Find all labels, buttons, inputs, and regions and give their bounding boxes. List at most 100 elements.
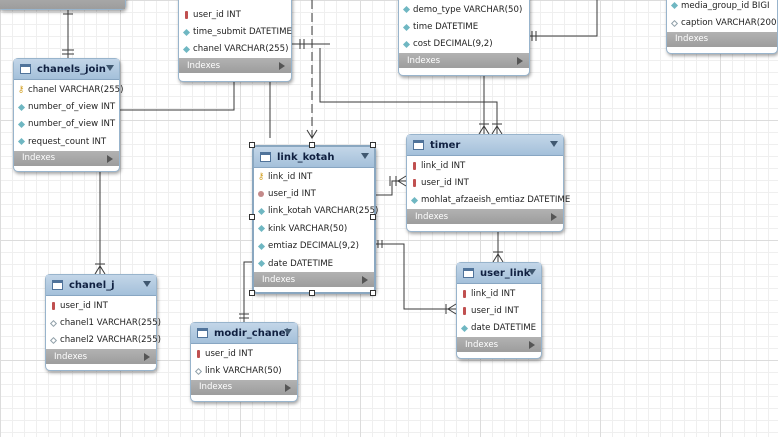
collapse-arrow-icon[interactable] [143,281,151,287]
field-open-icon [194,367,202,375]
expand-arrow-icon[interactable] [107,154,113,163]
column-label: number_of_view INT [28,119,116,130]
resize-handle-se[interactable] [370,290,376,296]
collapse-arrow-icon[interactable] [528,269,536,275]
resize-handle-ne[interactable] [370,142,376,148]
column-row[interactable]: chanel VARCHAR(255) [179,41,291,58]
column-row[interactable]: time_submit DATETIME [179,23,292,40]
field-icon [17,120,25,129]
column-row[interactable]: ⚷chanel VARCHAR(255) [14,81,124,98]
crowfoot-linkkotah-top [306,129,318,139]
column-row[interactable]: number_of_view INT [14,116,119,133]
column-row[interactable]: date DATETIME [254,255,374,272]
column-row[interactable]: number_of_view INT [14,98,119,115]
column-row[interactable]: time DATETIME [399,18,529,35]
table-header[interactable]: chanel_j [46,275,156,296]
field-icon [17,103,25,111]
expand-arrow-icon[interactable] [144,353,150,362]
table-footer[interactable]: Indexes [254,272,374,288]
table-header[interactable]: modir_chanel [191,323,297,344]
table-footer[interactable]: Indexes [179,58,291,74]
indexes-label: Indexes [465,339,499,350]
table-footer[interactable]: Indexes [46,349,156,365]
table-header[interactable]: timer [407,135,563,156]
column-row[interactable]: link_id INT [457,285,541,302]
column-row[interactable]: cost DECIMAL(9,2) [399,36,529,53]
table-footer[interactable]: Indexes [457,337,541,353]
column-row[interactable]: chanel1 VARCHAR(255) [46,314,161,331]
table-header[interactable]: user_link [457,263,541,284]
column-label: link_id INT [471,288,516,299]
field-icon [257,260,265,268]
column-row[interactable]: user_id INT [457,302,541,319]
table-footer[interactable]: Indexes [191,379,297,395]
table-top-right[interactable]: demo_type VARCHAR(50) time DATETIME cost… [398,0,530,76]
resize-handle-nw[interactable] [249,142,255,148]
column-row[interactable]: caption VARCHAR(200 [667,14,777,31]
column-label: time_submit DATETIME [193,27,292,38]
expand-arrow-icon[interactable] [517,57,523,66]
column-row[interactable]: chanel2 VARCHAR(255) [46,332,161,349]
column-row[interactable]: media_group_id BIGI [667,0,777,14]
table-timer[interactable]: timer link_id INT user_id INT mohlat_afz… [406,134,570,232]
table-link-kotah[interactable]: link_kotah ⚷link_id INT user_id INT link… [252,145,378,294]
table-user-link[interactable]: user_link link_id INT user_id INT date D… [456,262,542,359]
collapse-arrow-icon[interactable] [361,153,369,159]
expand-arrow-icon[interactable] [551,213,557,222]
table-footer[interactable]: Indexes [14,150,119,166]
table-header[interactable]: link_kotah [254,147,374,168]
column-row[interactable]: user_id INT [407,174,563,191]
field-open-icon [49,319,57,327]
table-chanels-join[interactable]: chanels_join ⚷chanel VARCHAR(255) number… [13,58,124,172]
column-row[interactable]: demo_type VARCHAR(50) [399,1,529,18]
field-icon [257,242,265,250]
indexes-label: Indexes [262,274,296,285]
column-label: media_group_id BIGI [681,0,770,11]
table-far-right[interactable]: media_group_id BIGI caption VARCHAR(200 … [666,0,778,54]
column-row[interactable]: user_id INT [254,185,374,202]
indexes-label: Indexes [187,60,221,71]
resize-handle-n[interactable] [309,142,315,148]
expand-arrow-icon[interactable] [362,276,368,285]
crowfoot-userlink-left [445,303,457,315]
column-label: cost DECIMAL(9,2) [413,39,493,50]
column-label: user_id INT [268,189,316,200]
table-header[interactable]: chanels_join [14,59,119,80]
collapse-arrow-icon[interactable] [284,329,292,335]
column-row[interactable]: user_id INT [46,297,156,314]
column-label: emtiaz DECIMAL(9,2) [268,241,359,252]
column-row[interactable]: date DATETIME [457,320,541,337]
column-label: date DATETIME [268,258,334,269]
table-footer[interactable]: Indexes [667,31,777,47]
expand-arrow-icon[interactable] [285,383,291,392]
table-footer[interactable]: Indexes [407,209,563,225]
resize-handle-sw[interactable] [249,290,255,296]
table-chanel-j[interactable]: chanel_j user_id INT chanel1 VARCHAR(255… [45,274,161,371]
resize-handle-e[interactable] [370,214,376,220]
column-row[interactable]: ⚷link_id INT [254,168,374,185]
collapse-arrow-icon[interactable] [550,141,558,147]
resize-handle-s[interactable] [309,290,315,296]
column-row[interactable]: user_id INT [179,6,291,23]
expand-arrow-icon[interactable] [279,62,285,71]
table-footer[interactable]: Indexes [399,53,529,69]
table-top-left-partial[interactable] [0,0,126,10]
column-row[interactable]: link_kotah VARCHAR(255) [254,203,378,220]
resize-handle-w[interactable] [249,214,255,220]
column-row[interactable]: mohlat_afzaeish_emtiaz DATETIME [407,192,570,209]
collapse-arrow-icon[interactable] [106,65,114,71]
table-top-mid[interactable]: user_id INT time_submit DATETIME chanel … [178,0,292,82]
column-row[interactable]: emtiaz DECIMAL(9,2) [254,238,374,255]
field-icon [670,2,678,10]
indexes-label: Indexes [675,34,709,45]
rel-far-right [528,0,598,37]
column-row[interactable]: kink VARCHAR(50) [254,220,374,237]
expand-arrow-icon[interactable] [529,341,535,350]
table-modir-chanel[interactable]: modir_chanel user_id INT link VARCHAR(50… [190,322,298,402]
column-row[interactable]: user_id INT [191,345,297,362]
column-row[interactable]: link VARCHAR(50) [191,362,297,379]
column-row[interactable]: link_id INT [407,157,563,174]
table-footer[interactable] [0,0,125,9]
column-row[interactable]: request_count INT [14,133,119,150]
